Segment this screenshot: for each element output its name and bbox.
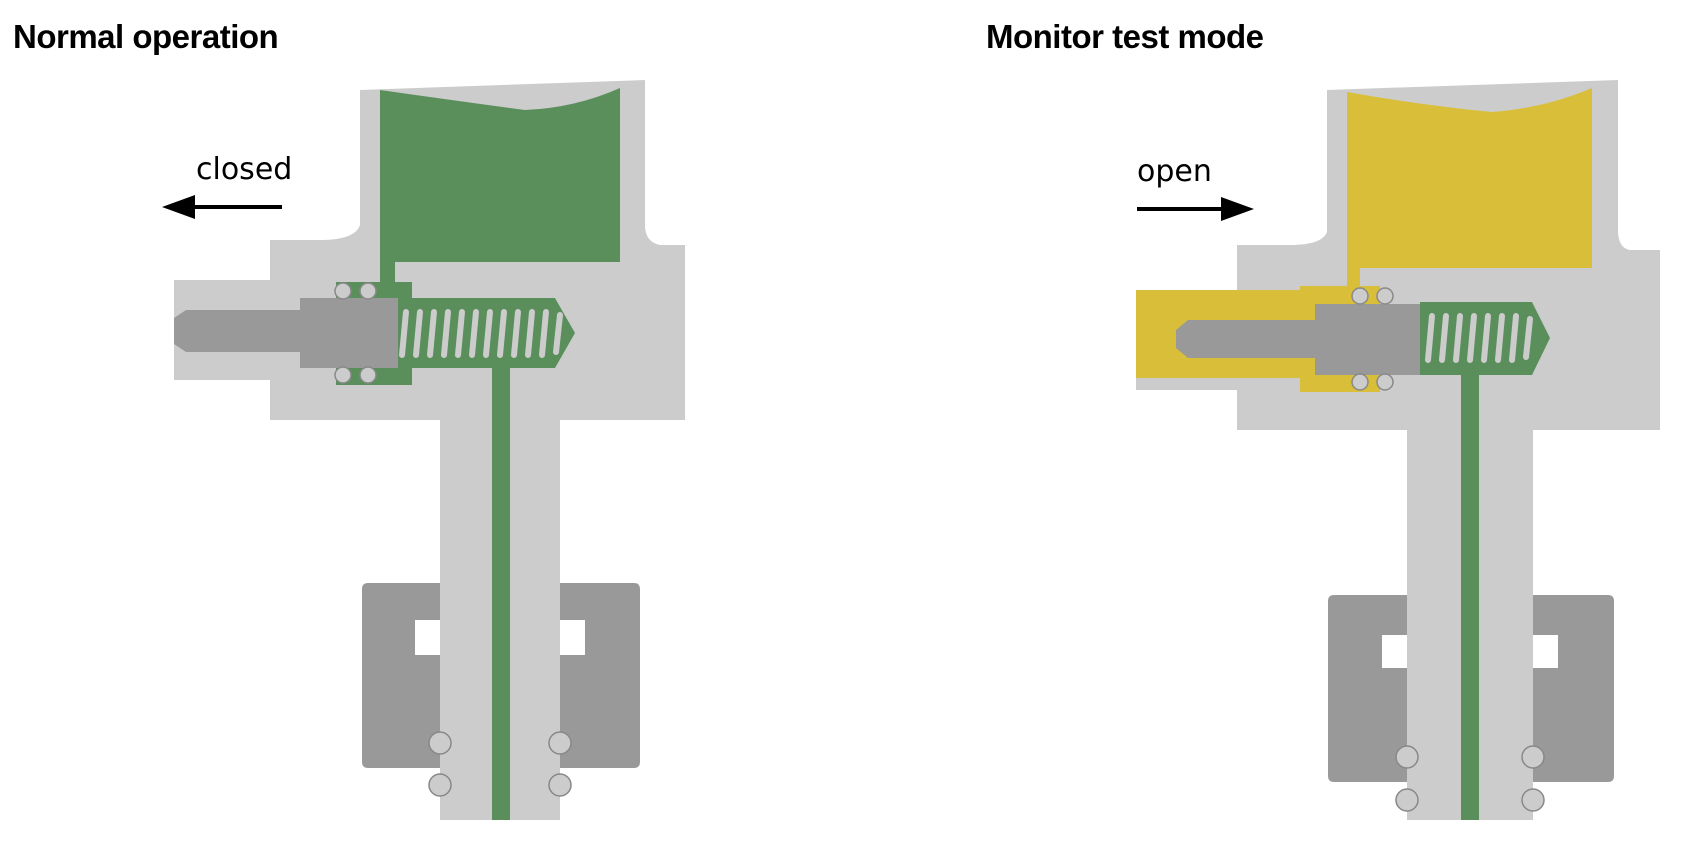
plunger (1176, 304, 1420, 375)
spring (399, 309, 563, 358)
state-label-open: open (1137, 154, 1212, 189)
state-label-closed: closed (196, 152, 293, 187)
panel-title: Monitor test mode (986, 18, 1264, 55)
valve-diagram-normal (162, 80, 685, 820)
nut (1328, 595, 1614, 782)
arrow-left-icon (162, 195, 282, 219)
valve-diagram-test (1136, 80, 1660, 820)
plunger (174, 298, 398, 368)
panel-monitor-test-mode: Monitor test mode open (980, 0, 1695, 853)
o-rings (334, 282, 572, 797)
nut (362, 583, 640, 768)
panel-normal-operation: Normal operation closed (0, 0, 800, 853)
spring (1425, 313, 1533, 363)
panel-title: Normal operation (13, 18, 279, 55)
o-rings (1351, 287, 1545, 812)
arrow-right-icon (1137, 197, 1254, 221)
